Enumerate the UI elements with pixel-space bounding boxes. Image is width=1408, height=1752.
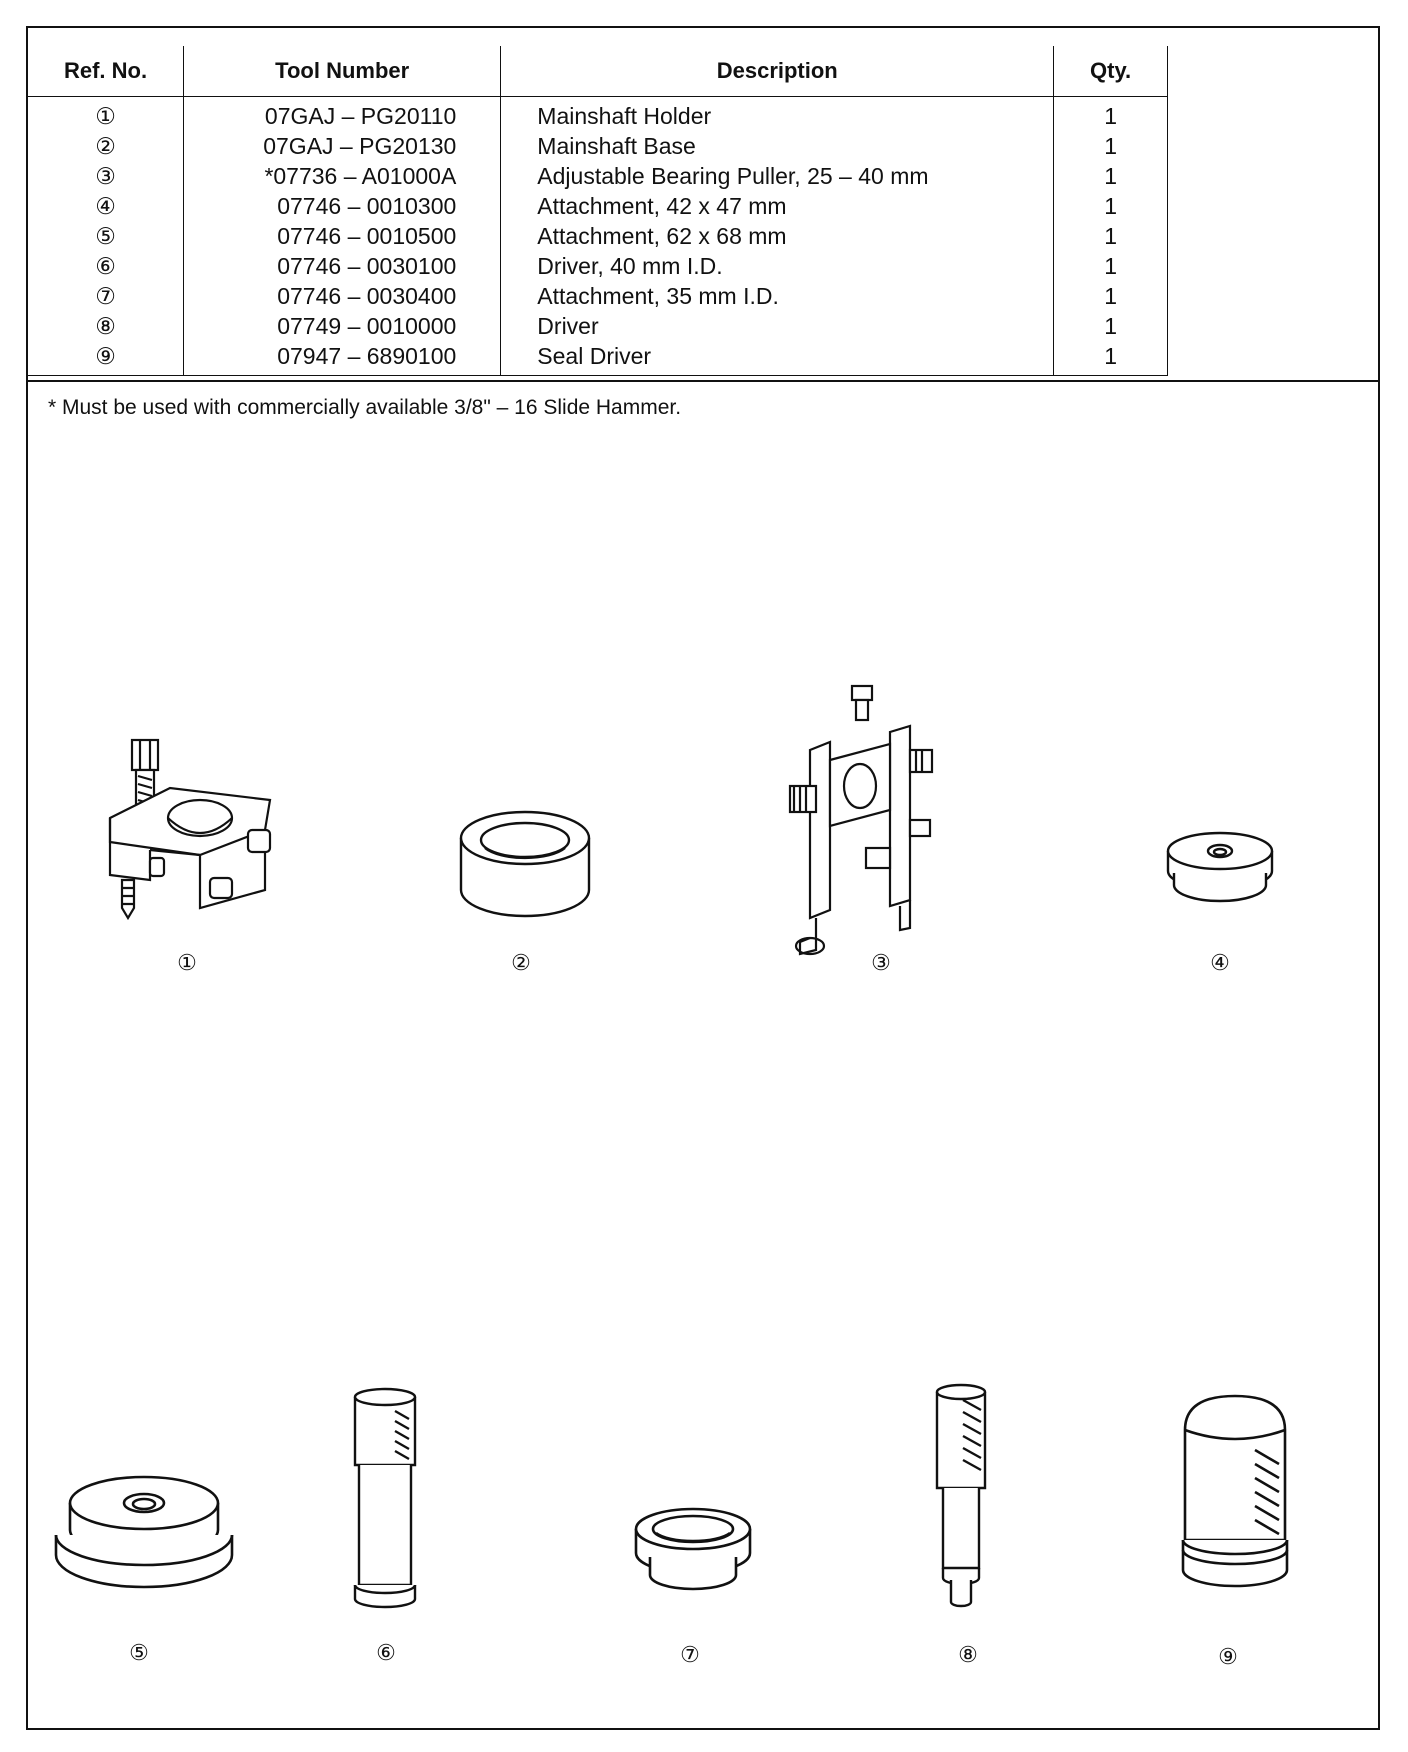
table-row: ③ *07736 – A01000A Adjustable Bearing Pu… [28, 161, 1168, 191]
qty-cell: 1 [1053, 251, 1168, 281]
qty-cell: 1 [1053, 161, 1168, 191]
ref-cell: ① [28, 96, 185, 131]
attachment-62x68-illustration [54, 1475, 234, 1589]
tool-number-cell: 07GAJ – PG20130 [183, 131, 502, 161]
table-row: ① 07GAJ – PG20110 Mainshaft Holder 1 [28, 96, 1168, 131]
tool-number-cell: 07947 – 6890100 [183, 341, 502, 376]
description-cell: Driver [500, 311, 1055, 341]
qty-cell: 1 [1053, 96, 1168, 131]
qty-cell: 1 [1053, 221, 1168, 251]
attachment-42x47-illustration [1166, 831, 1274, 903]
header-ref-no: Ref. No. [28, 46, 185, 97]
ref-cell: ⑦ [28, 281, 185, 311]
table-row: ⑤ 07746 – 0010500 Attachment, 62 x 68 mm… [28, 221, 1168, 251]
tool-number-cell: 07746 – 0030100 [183, 251, 502, 281]
ref-cell: ④ [28, 191, 185, 221]
tool-number-cell: *07736 – A01000A [183, 161, 502, 191]
illustration-caption: ③ [871, 950, 891, 975]
table-row: ④ 07746 – 0010300 Attachment, 42 x 47 mm… [28, 191, 1168, 221]
illustration-caption: ④ [1210, 950, 1230, 975]
tool-number-cell: 07746 – 0010300 [183, 191, 502, 221]
header-description: Description [500, 46, 1055, 97]
attachment-35mm-illustration [634, 1507, 752, 1591]
qty-cell: 1 [1053, 131, 1168, 161]
table-row: ⑧ 07749 – 0010000 Driver 1 [28, 311, 1168, 341]
tool-number-cell: 07746 – 0030400 [183, 281, 502, 311]
illustration-caption: ⑥ [376, 1640, 396, 1665]
table-row: ⑥ 07746 – 0030100 Driver, 40 mm I.D. 1 [28, 251, 1168, 281]
mainshaft-holder-illustration [108, 738, 272, 921]
illustration-caption: ⑤ [129, 1640, 149, 1665]
ref-cell: ② [28, 131, 185, 161]
description-cell: Driver, 40 mm I.D. [500, 251, 1055, 281]
table-header-row: Ref. No. Tool Number Description Qty. [28, 46, 1168, 97]
table-row: ⑨ 07947 – 6890100 Seal Driver 1 [28, 341, 1168, 376]
ref-cell: ⑨ [28, 341, 185, 376]
description-cell: Attachment, 35 mm I.D. [500, 281, 1055, 311]
illustration-caption: ⑧ [958, 1642, 978, 1667]
description-cell: Mainshaft Base [500, 131, 1055, 161]
table-bottom-rule [26, 380, 1380, 382]
description-cell: Seal Driver [500, 341, 1055, 376]
page-frame [26, 26, 1380, 1730]
illustration-caption: ⑨ [1218, 1644, 1238, 1669]
bearing-puller-illustration [788, 684, 934, 956]
header-qty: Qty. [1053, 46, 1168, 97]
tool-number-cell: 07GAJ – PG20110 [183, 96, 502, 131]
table-row: ② 07GAJ – PG20130 Mainshaft Base 1 [28, 131, 1168, 161]
description-cell: Mainshaft Holder [500, 96, 1055, 131]
tool-number-cell: 07746 – 0010500 [183, 221, 502, 251]
mainshaft-base-illustration [459, 810, 591, 918]
footnote: * Must be used with commercially availab… [48, 396, 682, 419]
illustration-caption: ⑦ [680, 1642, 700, 1667]
driver-illustration [935, 1383, 987, 1608]
qty-cell: 1 [1053, 191, 1168, 221]
tool-number-cell: 07749 – 0010000 [183, 311, 502, 341]
description-cell: Attachment, 42 x 47 mm [500, 191, 1055, 221]
ref-cell: ⑤ [28, 221, 185, 251]
description-cell: Adjustable Bearing Puller, 25 – 40 mm [500, 161, 1055, 191]
illustration-caption: ② [511, 950, 531, 975]
table-row: ⑦ 07746 – 0030400 Attachment, 35 mm I.D.… [28, 281, 1168, 311]
qty-cell: 1 [1053, 311, 1168, 341]
ref-cell: ⑥ [28, 251, 185, 281]
header-tool-number: Tool Number [183, 46, 502, 97]
illustration-caption: ① [177, 950, 197, 975]
qty-cell: 1 [1053, 341, 1168, 376]
qty-cell: 1 [1053, 281, 1168, 311]
seal-driver-illustration [1181, 1394, 1289, 1588]
ref-cell: ③ [28, 161, 185, 191]
ref-cell: ⑧ [28, 311, 185, 341]
description-cell: Attachment, 62 x 68 mm [500, 221, 1055, 251]
driver-40mm-illustration [353, 1387, 417, 1609]
special-tools-table: Ref. No. Tool Number Description Qty. ① … [28, 46, 1168, 376]
